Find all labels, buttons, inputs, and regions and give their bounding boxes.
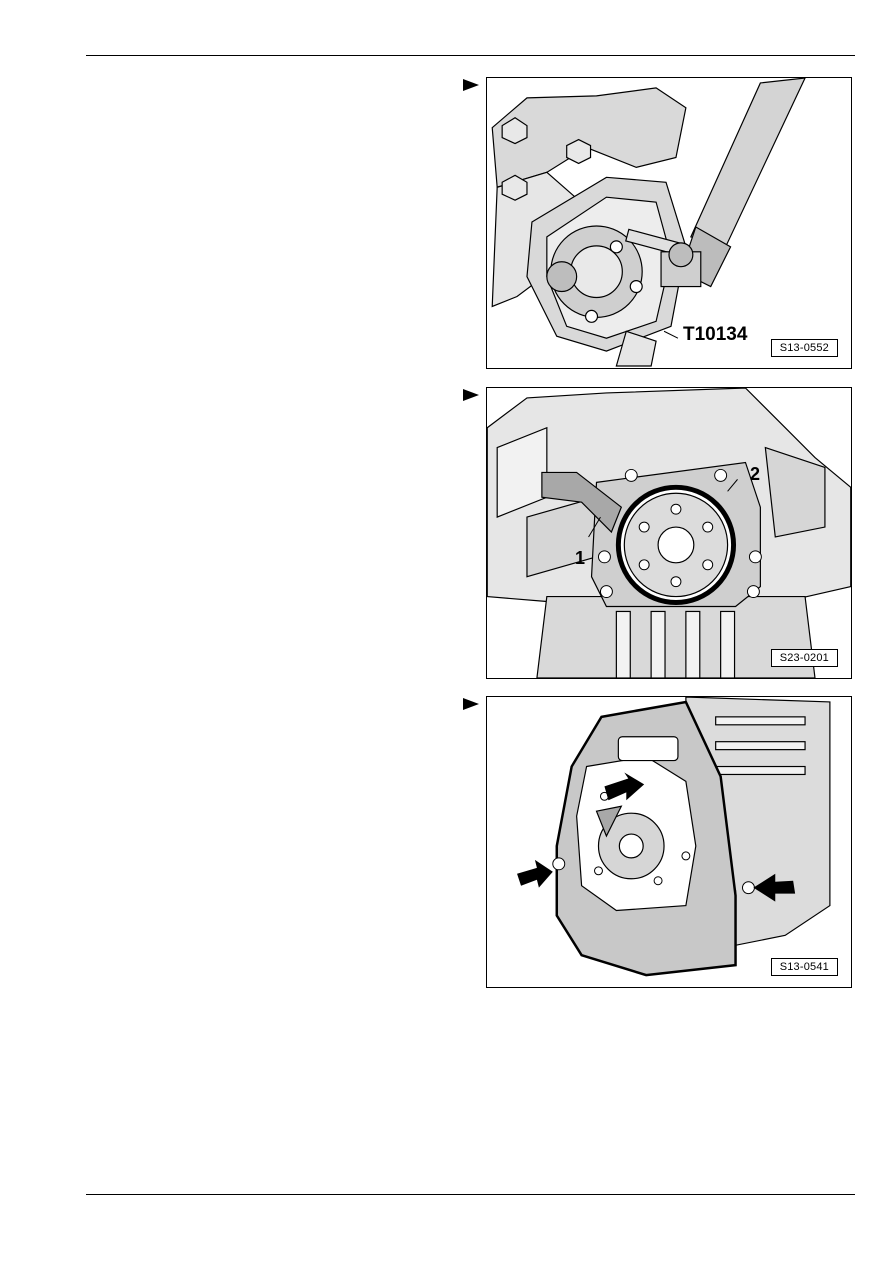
figure-id: S13-0541: [770, 958, 838, 976]
arrow-icon: [604, 772, 645, 801]
header-rule: [86, 55, 855, 56]
engine-tool-illustration: [491, 78, 806, 367]
figure-id: S23-0201: [770, 649, 838, 667]
callout-2-label: 2: [750, 464, 761, 484]
pointer-triangle-icon: [463, 79, 479, 91]
figure-id: S13-0552: [770, 339, 838, 357]
figure-tool-mounting: T10134 S13-0552: [486, 77, 852, 369]
arrow-icon: [517, 859, 553, 888]
figure-seal-flange: 1 2 S23-0201: [486, 387, 852, 679]
tool-label: T10134: [683, 324, 748, 345]
footer-rule: [86, 1194, 855, 1195]
callout-1-label: 1: [575, 548, 586, 568]
arrow-icon: [753, 873, 796, 902]
pointer-triangle-icon: [463, 389, 479, 401]
figure-gasket-plate: S13-0541: [486, 696, 852, 988]
gasket-plate-illustration: [517, 697, 831, 977]
seal-flange-illustration: [487, 388, 851, 678]
pointer-triangle-icon: [463, 698, 479, 710]
